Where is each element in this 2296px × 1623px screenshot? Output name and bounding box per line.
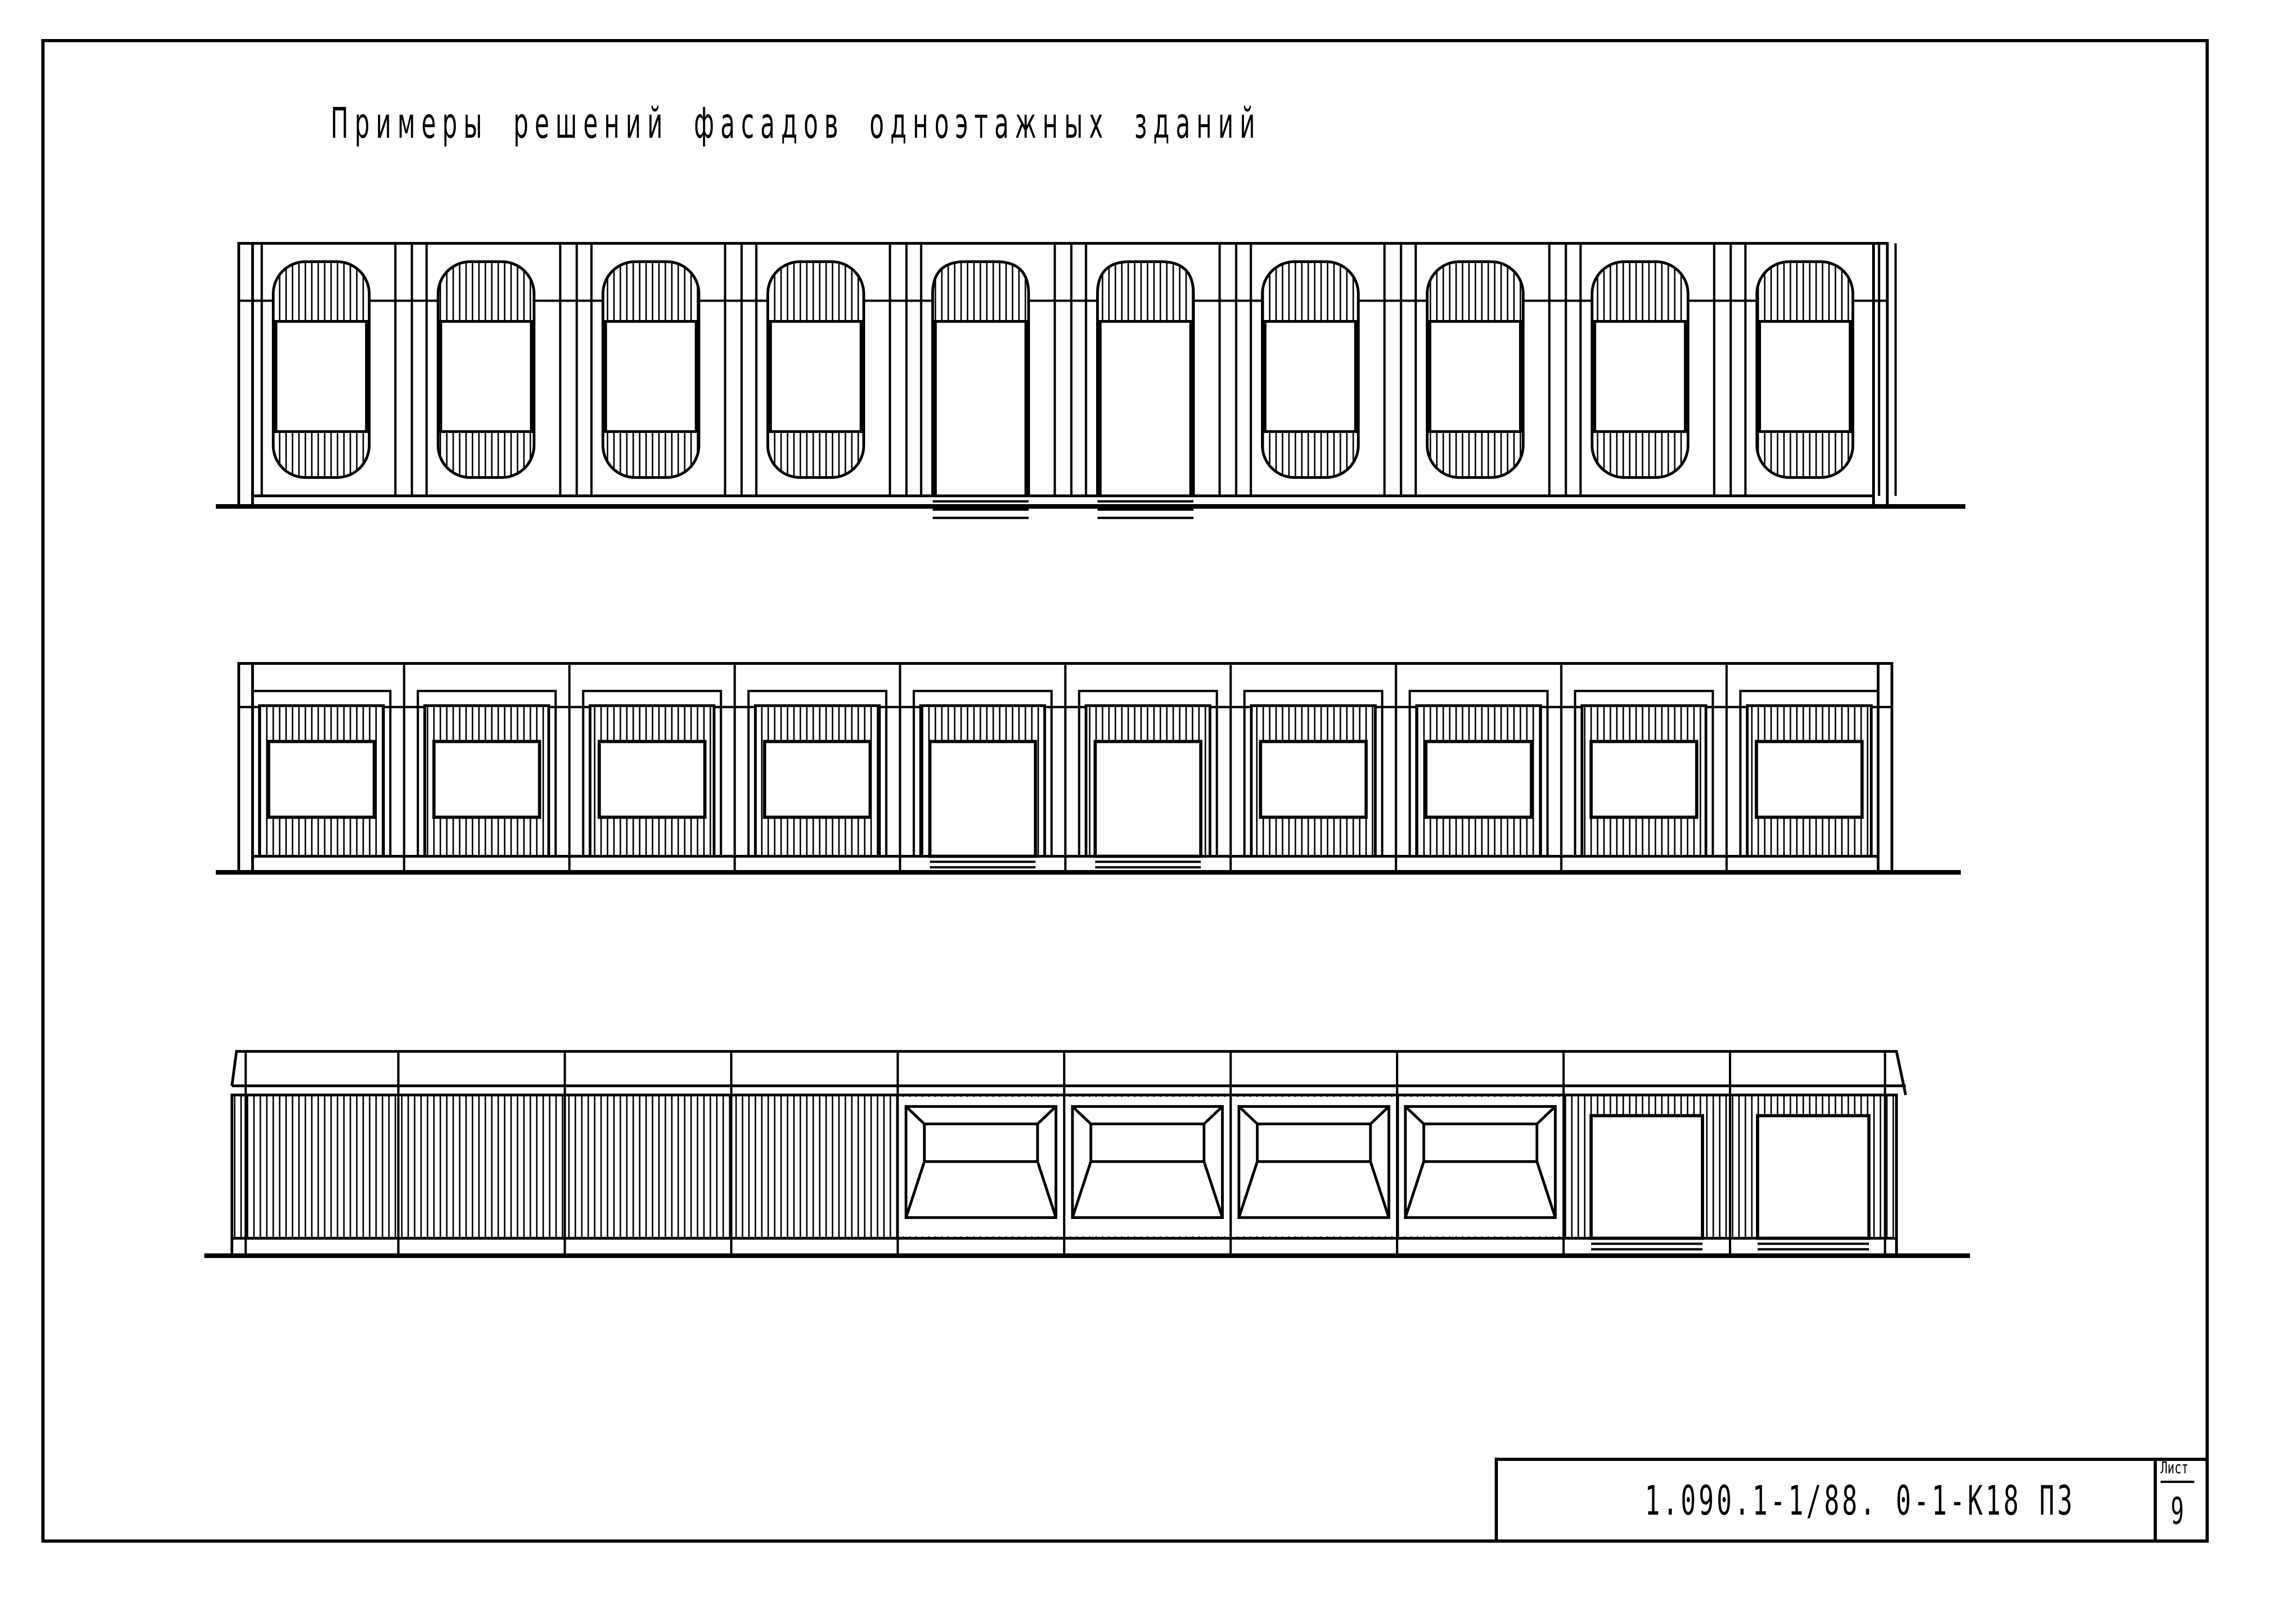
sheet-number: 9	[2171, 1490, 2184, 1533]
facade-3-elevation	[204, 1050, 1970, 1258]
sheet-number-cell: Лист 9	[2154, 1458, 2209, 1543]
sheet-label: Лист	[2161, 1459, 2195, 1483]
facade-2-elevation	[216, 662, 1961, 875]
drawing-designation: 1.090.1-1/88. 0-1-К18 ПЗ	[1645, 1477, 2076, 1524]
drawing-frame	[41, 39, 2209, 1543]
facade-1-elevation	[216, 242, 1965, 519]
sheet-title: Примеры решений фасадов одноэтажных здан…	[331, 99, 1261, 148]
title-block: 1.090.1-1/88. 0-1-К18 ПЗ Лист 9	[1495, 1458, 2209, 1543]
